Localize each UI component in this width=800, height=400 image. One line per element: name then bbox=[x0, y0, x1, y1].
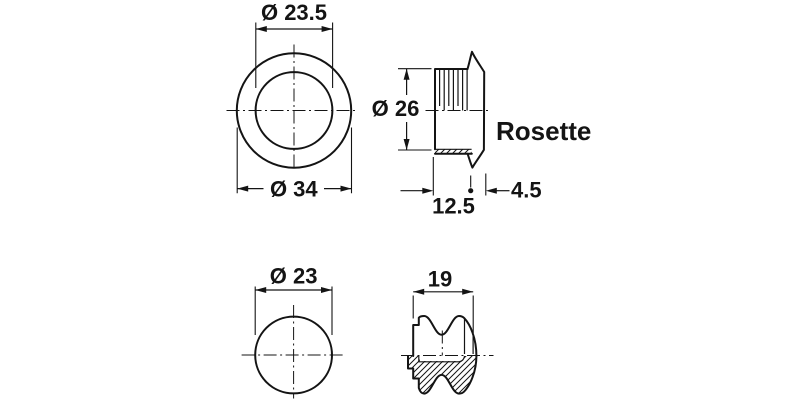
rosette-side-view: Ø 26 Rosette 12.5 4.5 bbox=[372, 50, 591, 219]
dimension-inner-diameter: Ø 23.5 bbox=[255, 0, 334, 88]
dimension-label-rosette-depth: 12.5 bbox=[432, 194, 475, 219]
extension-lines bbox=[432, 157, 472, 196]
arrowhead-right bbox=[462, 288, 474, 295]
part-label-rosette: Rosette bbox=[496, 116, 591, 146]
arrowhead-right bbox=[340, 185, 352, 192]
extension-lines bbox=[398, 68, 432, 151]
knob-inner-edge-lines bbox=[463, 319, 474, 354]
dimension-label-inner-diameter: Ø 23.5 bbox=[261, 0, 327, 25]
dimension-label-flange-thickness: 4.5 bbox=[511, 178, 542, 203]
dimension-flange-thickness: 4.5 bbox=[485, 173, 542, 203]
knob-side-view: 19 bbox=[401, 267, 494, 395]
rosette-seat-hatch bbox=[435, 149, 472, 154]
knurl-rib-lines bbox=[439, 69, 468, 111]
arrowhead-down bbox=[403, 139, 410, 150]
arrowhead-left bbox=[255, 26, 267, 32]
arrowhead-up bbox=[403, 68, 410, 80]
arrowhead-right bbox=[422, 187, 434, 194]
arrowhead-right bbox=[321, 287, 332, 293]
extension-lines bbox=[255, 22, 334, 88]
dimension-dot-terminator bbox=[468, 188, 474, 194]
rosette-flange-outline bbox=[466, 50, 486, 169]
knob-profile-outline bbox=[412, 315, 478, 357]
knob-section-outline bbox=[407, 355, 478, 395]
knob-recess-outline bbox=[418, 355, 466, 363]
extension-lines bbox=[254, 286, 333, 335]
arrowhead-left bbox=[485, 187, 497, 194]
arrowhead-left bbox=[413, 288, 425, 295]
extension-lines bbox=[412, 295, 474, 333]
rosette-body-outline bbox=[434, 68, 469, 151]
arrowhead-right bbox=[321, 26, 333, 32]
extension-lines bbox=[236, 127, 353, 194]
dimension-rosette-diameter: Ø 26 bbox=[372, 68, 432, 151]
dimension-label-outer-diameter: Ø 34 bbox=[270, 177, 318, 202]
dimension-label-knob-diameter: Ø 23 bbox=[270, 264, 318, 289]
dimension-label-rosette-diameter: Ø 26 bbox=[372, 96, 420, 121]
dimension-label-knob-width: 19 bbox=[428, 267, 452, 292]
dimension-outer-diameter: Ø 34 bbox=[236, 127, 353, 202]
arrowhead-left bbox=[237, 185, 249, 192]
dimension-knob-width: 19 bbox=[412, 267, 474, 333]
dimension-knob-diameter: Ø 23 bbox=[254, 264, 333, 335]
rosette-front-view: Ø 23.5 Ø 34 bbox=[226, 0, 356, 202]
arrowhead-left bbox=[255, 287, 267, 293]
dimension-rosette-depth: 12.5 bbox=[400, 157, 475, 219]
knob-front-view: Ø 23 bbox=[241, 264, 346, 399]
knob-recess-face bbox=[419, 355, 464, 361]
